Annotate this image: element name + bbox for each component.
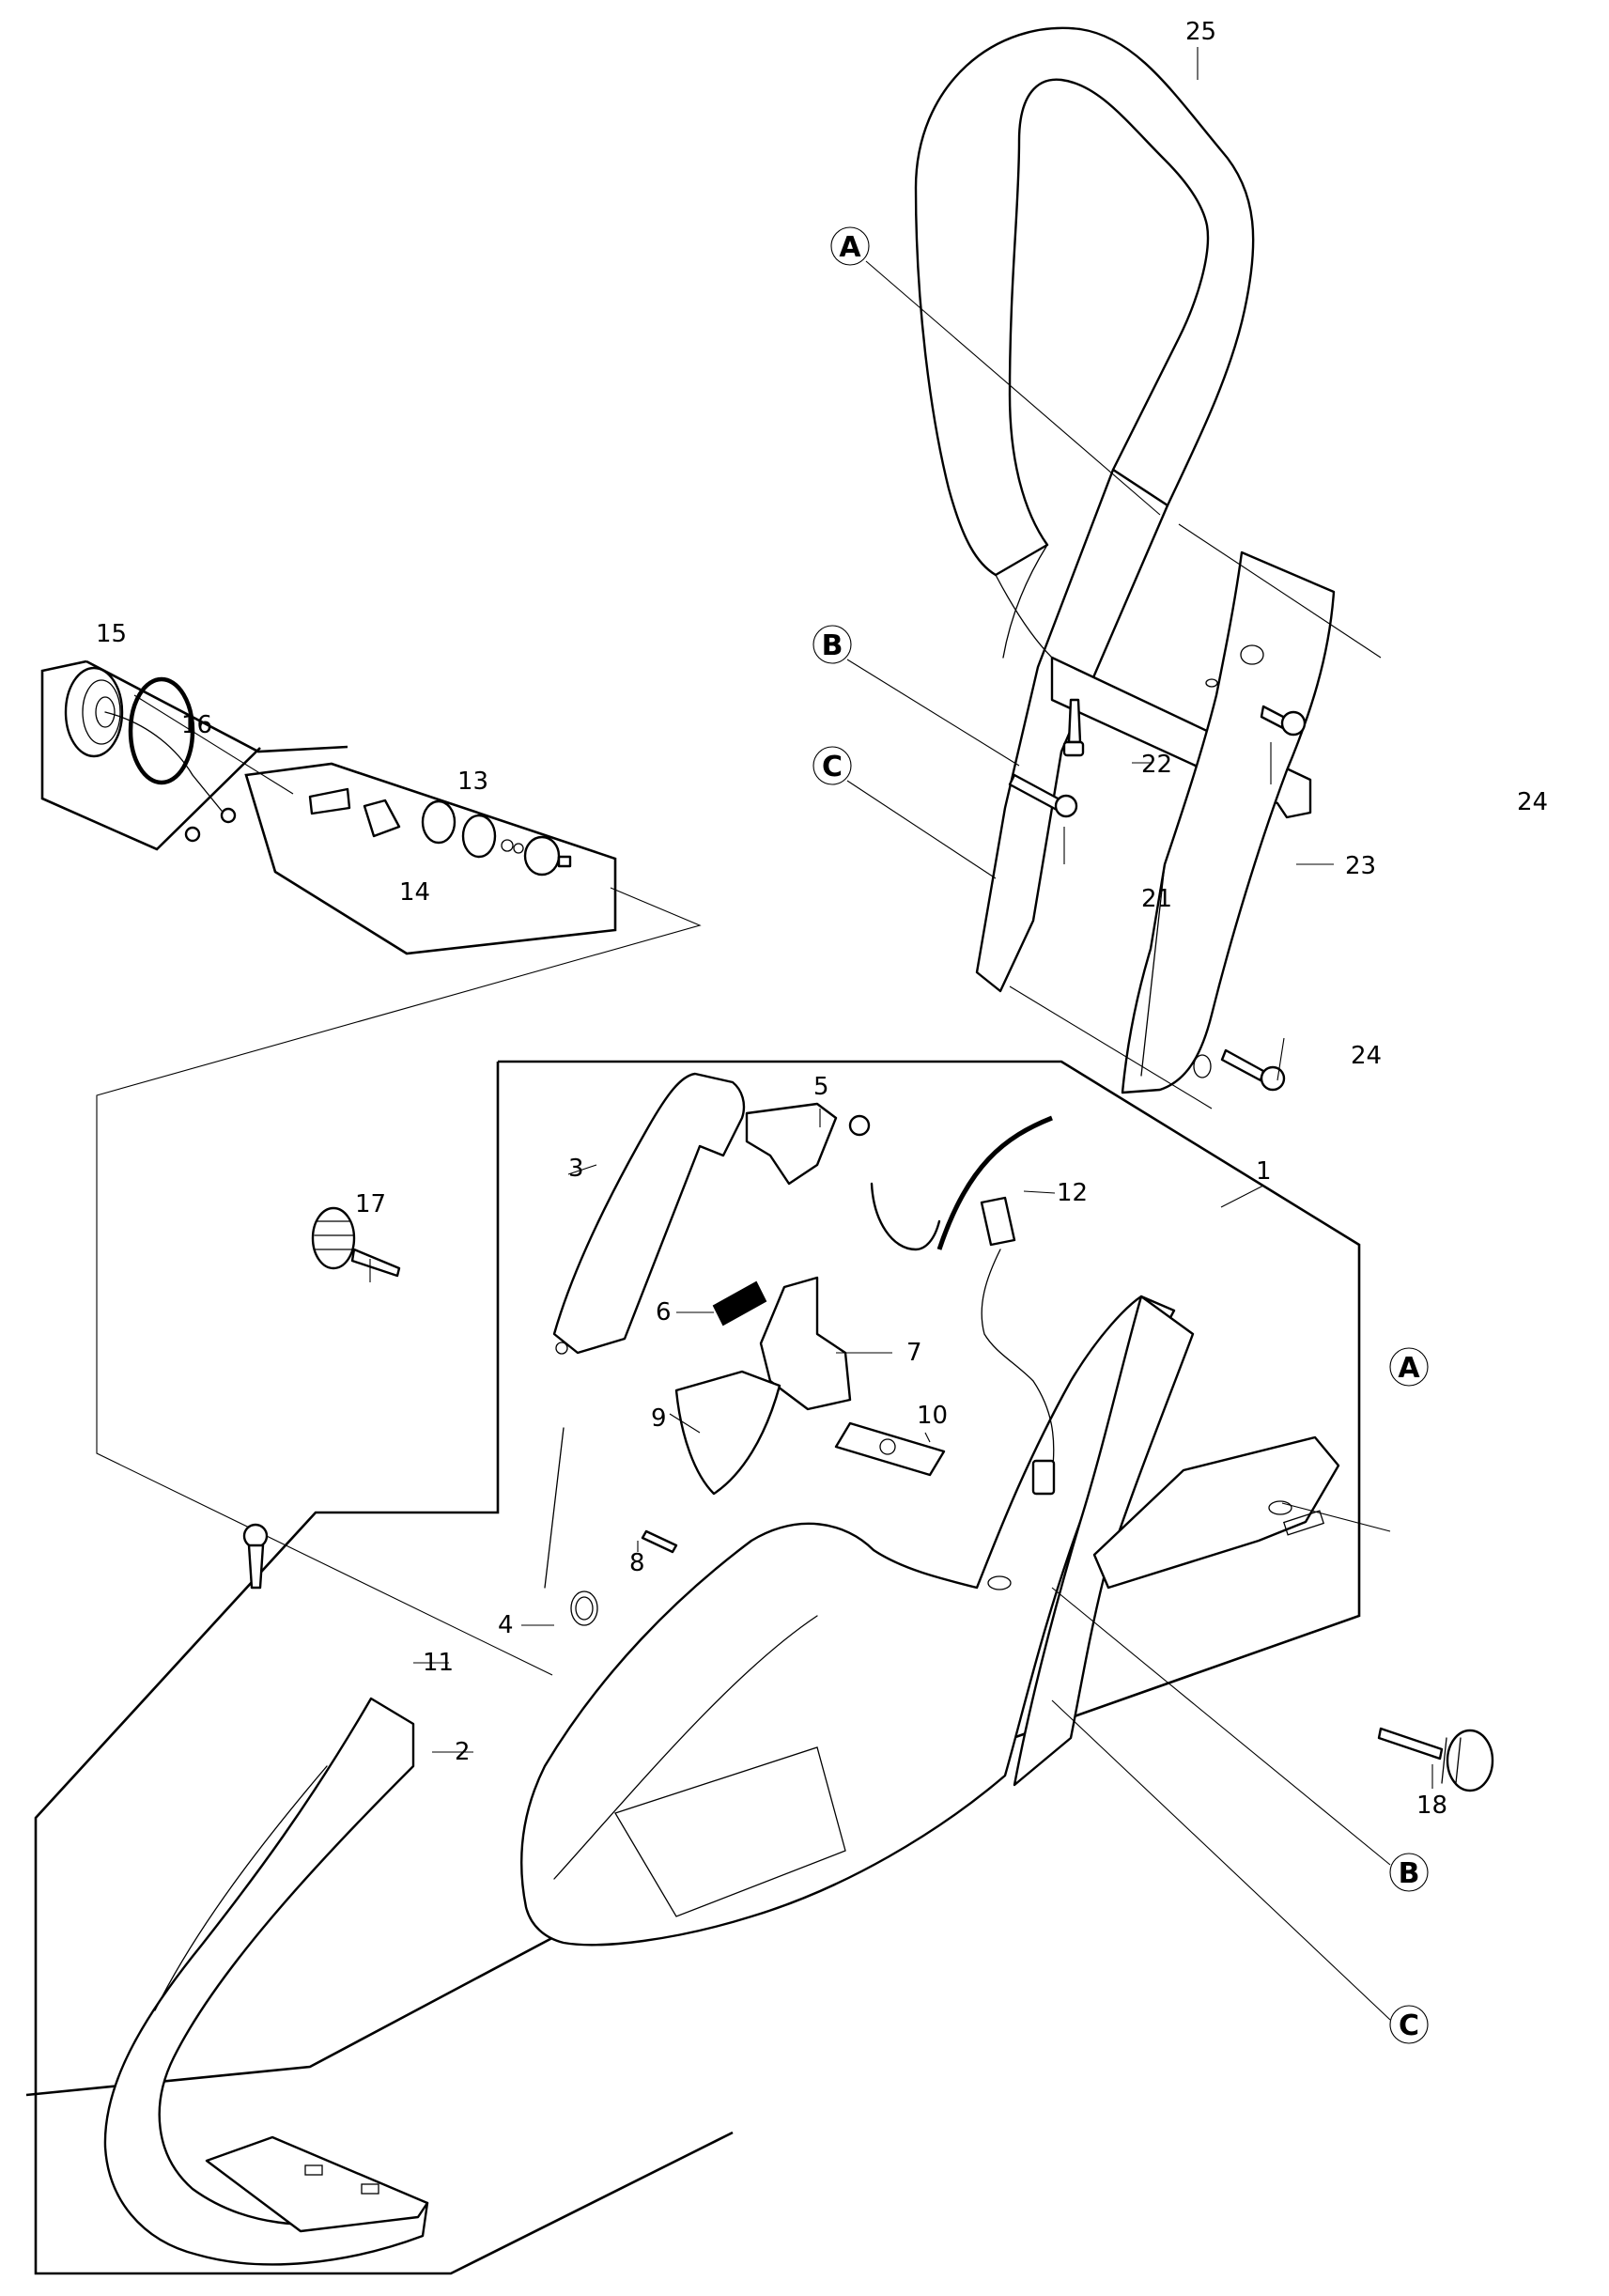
throttle-trigger — [674, 1370, 781, 1496]
callout-16: 16 — [181, 711, 212, 739]
grommet-set — [834, 1421, 946, 1477]
leader-lines — [369, 47, 1433, 2021]
fuel-hose — [870, 1115, 1056, 1496]
screw-24 — [1220, 1048, 1286, 1092]
av-damper-17 — [311, 1206, 401, 1278]
callout-4: 4 — [498, 1611, 514, 1639]
handle-bracket-cover — [1121, 551, 1336, 1094]
screw-21 — [1062, 698, 1085, 757]
ref-marker-a-bottom: A — [1389, 1347, 1429, 1387]
callout-14: 14 — [399, 878, 430, 907]
callout-5: 5 — [813, 1073, 829, 1101]
stop-switch-lever — [745, 1102, 871, 1186]
main-housing-frame-left — [34, 1062, 734, 2275]
screw-11 — [242, 1523, 269, 1590]
fuel-filter-assembly — [308, 787, 572, 877]
callout-6: 6 — [656, 1298, 672, 1326]
front-handle-bar — [914, 26, 1255, 993]
pin — [641, 1529, 678, 1554]
ref-marker-a-top: A — [830, 226, 870, 266]
ref-marker-c-top: C — [812, 746, 852, 785]
main-housing-frame — [25, 1060, 1361, 2097]
callout-8: 8 — [629, 1549, 645, 1577]
callout-11: 11 — [423, 1649, 454, 1677]
torsion-spring — [544, 1427, 598, 1626]
ref-marker-b-top: B — [812, 625, 852, 664]
callout-24: 24 — [1351, 1042, 1382, 1070]
reference-markers: A B C A B C — [812, 226, 1429, 2044]
callout-17: 17 — [355, 1190, 386, 1218]
throttle-lockout-lever — [552, 1072, 746, 1355]
callout-labels: 25 22 21 24 23 24 15 16 13 14 3 5 1 12 1… — [96, 18, 1548, 1820]
rear-handle — [103, 1697, 429, 2266]
ref-marker-c-bottom: C — [1389, 2005, 1429, 2044]
callout-9: 9 — [651, 1404, 667, 1433]
callout-7: 7 — [906, 1339, 922, 1367]
av-damper-18 — [1377, 1727, 1494, 1792]
svg-text:A: A — [839, 231, 861, 264]
fuel-filter-inset-frame — [244, 762, 617, 955]
callout-1: 1 — [1256, 1157, 1272, 1186]
cap-strap — [104, 711, 226, 816]
callout-12: 12 — [1057, 1179, 1088, 1207]
callout-15: 15 — [96, 620, 127, 648]
svg-text:C: C — [1399, 2009, 1419, 2042]
callout-13: 13 — [457, 768, 488, 796]
svg-text:B: B — [822, 629, 843, 662]
callout-20: 21 — [1141, 885, 1172, 913]
callout-2: 2 — [455, 1738, 471, 1766]
callout-18: 18 — [1416, 1792, 1447, 1820]
callout-10: 10 — [917, 1402, 948, 1430]
svg-text:B: B — [1399, 1857, 1420, 1890]
tank-housing — [519, 1295, 1340, 1947]
filter-leader — [133, 694, 294, 795]
svg-text:C: C — [822, 751, 843, 783]
callout-25: 25 — [1185, 18, 1216, 46]
ref-marker-b-bottom: B — [1389, 1853, 1429, 1892]
callout-22: 23 — [1345, 852, 1376, 880]
fuel-cap-inset-top — [85, 659, 348, 753]
screw-23 — [1260, 705, 1307, 737]
tension-spring — [712, 1280, 767, 1326]
callout-3: 3 — [568, 1155, 584, 1183]
svg-text:A: A — [1398, 1352, 1420, 1385]
fuel-cap-inset-frame — [40, 659, 261, 851]
fuel-cap — [64, 666, 124, 758]
callout-21: 22 — [1141, 751, 1172, 779]
throttle-rod — [759, 1276, 852, 1411]
callout-23: 24 — [1517, 788, 1548, 816]
screw-20 — [1008, 773, 1078, 818]
